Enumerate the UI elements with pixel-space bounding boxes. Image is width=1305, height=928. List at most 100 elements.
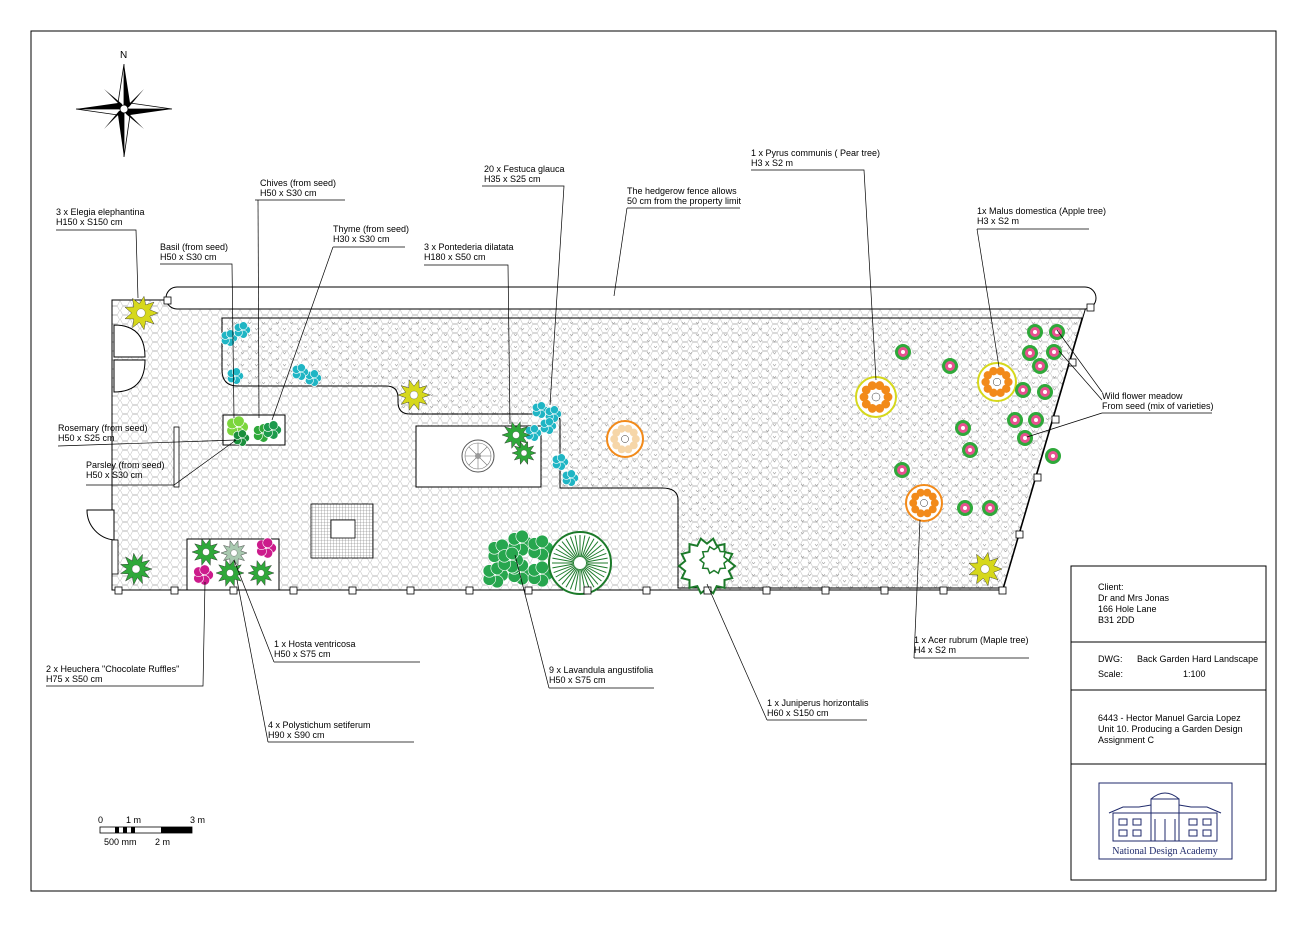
festuca-plant [552,453,569,471]
student-name: 6443 - Hector Manuel Garcia Lopez [1098,713,1241,723]
heuchera-plant [256,537,277,559]
heuchera-plant [191,538,221,566]
label-lavandula-name: 9 x Lavandula angustifolia [549,665,653,675]
fence-post [998,586,1007,595]
fence-post [939,586,948,595]
logo-name: National Design Academy [1112,846,1218,857]
fence-post [1051,415,1060,424]
maple-tree [905,484,943,522]
chives-plant [263,420,282,440]
wildflower-icon [895,344,911,360]
label-pontederia-name: 3 x Pontederia dilatata [424,242,514,252]
label-acer-name: 1 x Acer rubrum (Maple tree) [914,635,1029,645]
scale-2m: 2 m [155,837,170,847]
leader-line [1026,412,1103,438]
leader-line [482,185,565,406]
leader-line [160,263,235,419]
wildflower-icon [1028,412,1044,428]
north-arrow-icon [75,63,173,158]
side-door [86,509,115,541]
thyme-plant [397,379,431,411]
scale-500mm: 500 mm [104,837,137,847]
north-label: N [120,50,127,61]
fence-post [703,586,712,595]
client-name: Dr and Mrs Jonas [1098,593,1170,603]
scale-3m: 3 m [190,815,205,825]
label-thyme-name: Thyme (from seed) [333,224,409,234]
scale-label: Scale: [1098,669,1124,679]
leader-line [1058,350,1103,401]
fence-post [289,586,298,595]
fence-post [762,586,771,595]
label-wildflower-size: From seed (mix of varieties) [1102,401,1214,411]
chives-teal-plant [292,363,309,381]
wildflower-icon [1032,358,1048,374]
label-heuchera-name: 2 x Heuchera "Chocolate Ruffles" [46,664,179,674]
chives-teal-plant [234,321,251,339]
fence-post [880,586,889,595]
wildflower-icon [1037,384,1053,400]
polystichum-plant [247,560,275,586]
label-elegia-size: H150 x S150 cm [56,217,123,227]
label-basil-name: Basil (from seed) [160,242,228,252]
wildflower-icon [1045,448,1061,464]
fence-post [229,586,238,595]
label-hosta-name: 1 x Hosta ventricosa [274,639,356,649]
label-juniperus-name: 1 x Juniperus horizontalis [767,698,869,708]
fence-post [348,586,357,595]
leader-line [913,519,921,659]
label-polystichum-size: H90 x S90 cm [268,730,325,740]
client-street: 166 Hole Lane [1098,604,1157,614]
fence-post [1068,358,1077,367]
heuchera-plant [193,564,214,586]
leader-line [233,559,275,663]
meadow-yellow-plant [968,551,1003,587]
wildflower-icon [955,420,971,436]
client-postcode: B31 2DD [1098,615,1135,625]
assignment-name: Assignment C [1098,735,1155,745]
fence-post [406,586,415,595]
label-heuchera-size: H75 x S50 cm [46,674,103,684]
label-basil-size: H50 x S30 cm [160,252,217,262]
festuca-plant [540,417,557,435]
leader-line [257,199,260,419]
wildflower-icon [962,442,978,458]
hosta-plant [220,540,248,566]
leader-line [46,581,206,687]
fence-post [1033,473,1042,482]
wildflower-icon [1015,382,1031,398]
label-hedgerow-name: The hedgerow fence allows [627,186,737,196]
wildflower-icon [1007,412,1023,428]
client-block: Client: Dr and Mrs Jonas 166 Hole Lane B… [1098,582,1169,626]
fence-post [170,586,179,595]
apple-tree [977,362,1017,402]
festuca-plant [562,469,579,487]
wildflower-icon [957,500,973,516]
fence-post [524,586,533,595]
dwg-label: DWG: [1098,654,1123,664]
leader-line [86,439,237,486]
fence-post [1015,530,1024,539]
scale-1m: 1 m [126,815,141,825]
lavandula-plant [497,546,524,574]
label-parsley-size: H50 x S30 cm [86,470,143,480]
label-pyrus-name: 1 x Pyrus communis ( Pear tree) [751,148,880,158]
elegia-plant [124,295,159,331]
label-hedgerow-size: 50 cm from the property limit [627,196,742,206]
label-pontederia-size: H180 x S50 cm [424,252,486,262]
title-block-border [1070,565,1267,881]
label-acer-size: H4 x S2 m [914,645,956,655]
sedge-shrub [548,531,612,595]
client-label: Client: [1098,582,1124,592]
label-thyme-size: H30 x S30 cm [333,234,390,244]
label-polystichum-name: 4 x Polystichum setiferum [268,720,371,730]
fence-post [821,586,830,595]
leader-line [613,207,628,297]
lavandula-plant [482,561,509,589]
leader-line [236,579,269,743]
leader-line [56,229,139,299]
student-block: 6443 - Hector Manuel Garcia Lopez Unit 1… [1098,713,1243,746]
festuca-plant [532,401,549,419]
leader-line [424,264,511,425]
